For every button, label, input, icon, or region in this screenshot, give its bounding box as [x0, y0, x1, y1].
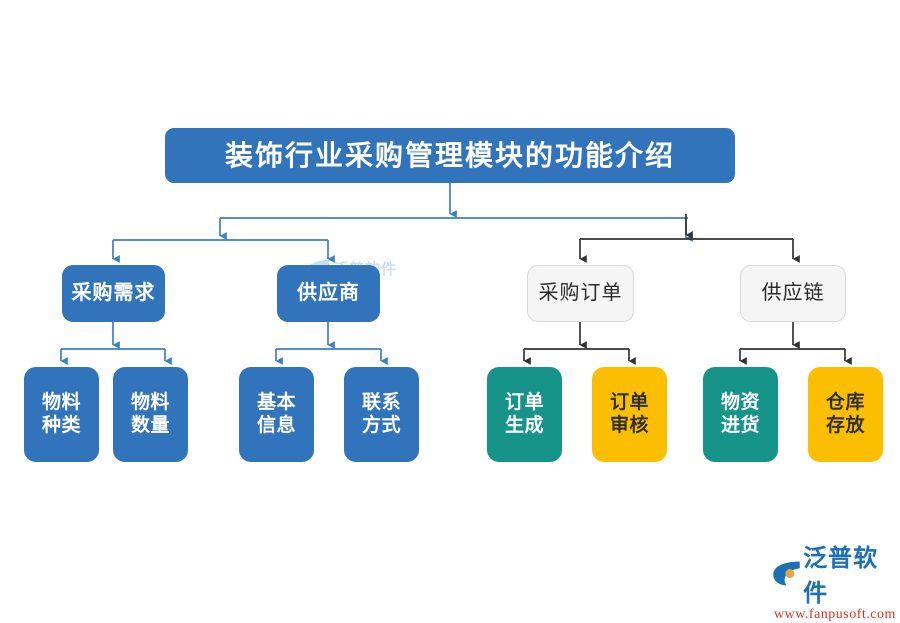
node-purchase-order[interactable]: 采购订单 — [527, 265, 634, 322]
connector-bus-right — [579, 214, 800, 263]
node-material-type[interactable]: 物料 种类 — [24, 367, 99, 462]
node-goods-inbound[interactable]: 物资 进货 — [703, 367, 778, 462]
node-order-audit[interactable]: 订单 审核 — [592, 367, 667, 462]
node-supply-chain-label: 供应链 — [761, 281, 825, 304]
node-supply-chain[interactable]: 供应链 — [740, 265, 846, 322]
node-purchase-demand-label: 采购需求 — [71, 281, 156, 304]
node-order-create-label: 订单 生成 — [504, 392, 544, 436]
node-purchase-order-label: 采购订单 — [538, 281, 623, 304]
diagram-title-node[interactable]: 装饰行业采购管理模块的功能介绍 — [165, 128, 735, 183]
node-basic-info-label: 基本 信息 — [256, 392, 296, 436]
flowchart-canvas: 泛普软件 装饰行业采购管理模块的功能介绍 采购需求 供应商 采购订单 供应链 物… — [24, 128, 896, 622]
node-supplier-label: 供应商 — [297, 281, 360, 304]
fanpu-logo-icon — [773, 561, 800, 585]
connector-supply-chain-children — [739, 322, 852, 365]
connector-main-bus-blue — [219, 217, 693, 242]
connector-purchase-order-children — [523, 322, 636, 365]
brand-name-label: 泛普软件 — [803, 545, 879, 607]
node-order-audit-label: 订单 审核 — [609, 392, 649, 436]
node-contact-info[interactable]: 联系 方式 — [344, 367, 419, 462]
node-basic-info[interactable]: 基本 信息 — [239, 367, 314, 462]
brand-watermark: 泛普软件 www.fanpusoft.com — [772, 538, 900, 623]
node-contact-info-label: 联系 方式 — [361, 392, 401, 436]
node-order-create[interactable]: 订单 生成 — [487, 367, 562, 462]
connector-purchase-demand-children — [60, 322, 172, 365]
node-warehouse-store[interactable]: 仓库 存放 — [808, 367, 883, 462]
connector-supplier-children — [275, 322, 388, 365]
node-supplier[interactable]: 供应商 — [277, 265, 380, 322]
node-warehouse-store-label: 仓库 存放 — [825, 392, 865, 436]
node-goods-inbound-label: 物资 进货 — [720, 392, 760, 436]
connector-bus-left — [112, 239, 335, 263]
brand-url-label: www.fanpusoft.com — [774, 607, 896, 622]
diagram-title-label: 装饰行业采购管理模块的功能介绍 — [224, 139, 675, 171]
node-purchase-demand[interactable]: 采购需求 — [62, 265, 165, 322]
node-material-quantity[interactable]: 物料 数量 — [113, 367, 188, 462]
node-material-type-label: 物料 种类 — [41, 392, 81, 436]
node-material-quantity-label: 物料 数量 — [130, 392, 170, 436]
